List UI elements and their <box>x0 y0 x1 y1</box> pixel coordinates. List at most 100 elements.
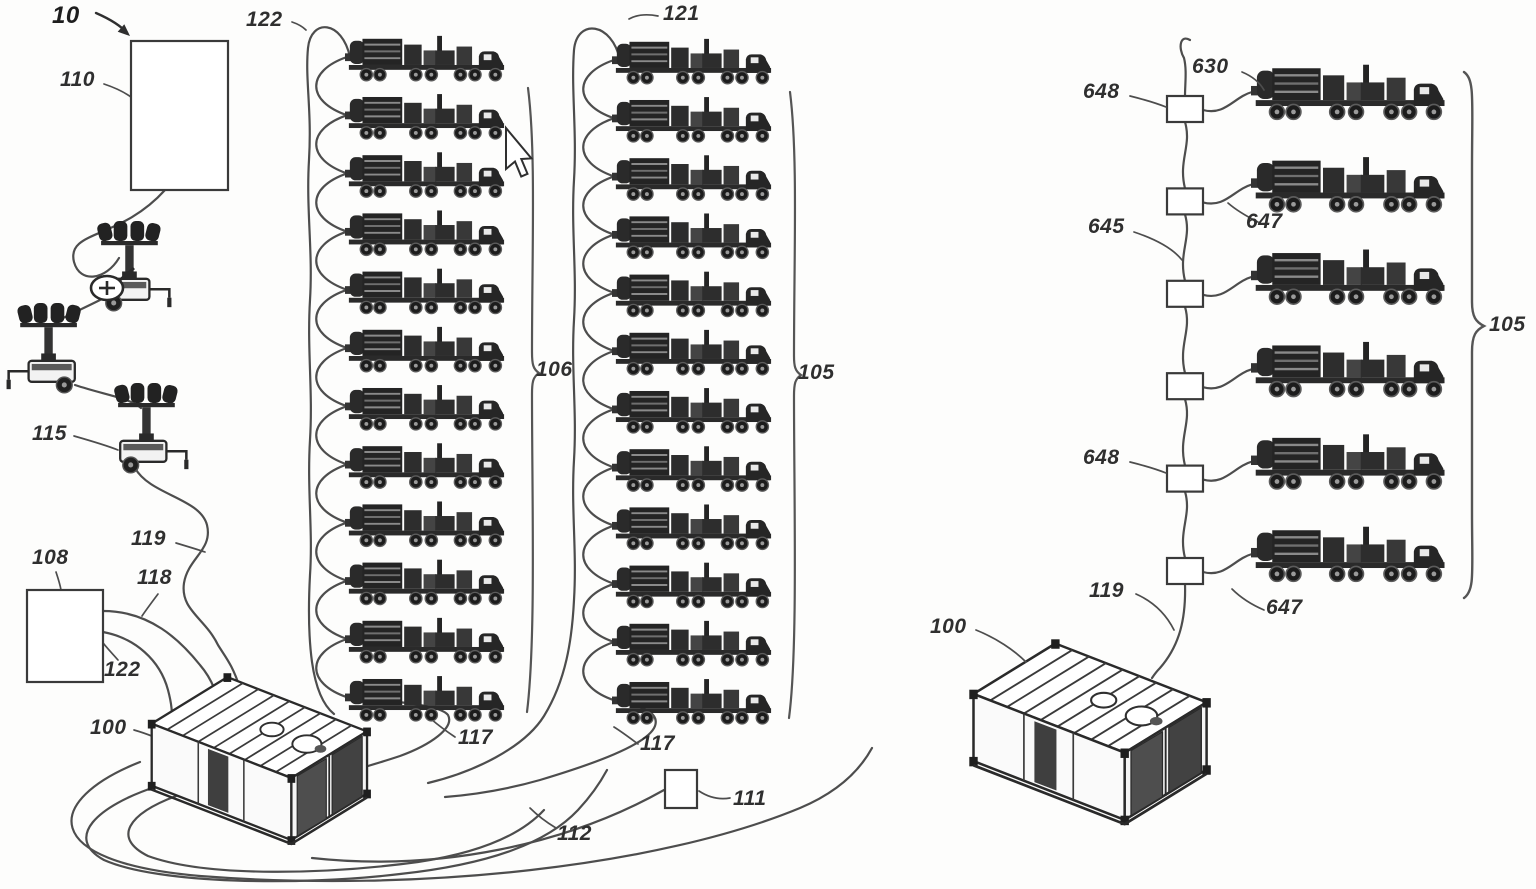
leader-lines-right <box>975 71 1265 663</box>
ref-label-100-left: 100 <box>90 716 127 739</box>
pump-truck <box>344 209 506 257</box>
cable-loop-a <box>85 768 609 883</box>
trunk-segment <box>1181 213 1189 282</box>
drop-cable <box>1201 552 1254 575</box>
pump-truck <box>611 96 773 143</box>
pump-truck <box>344 558 506 606</box>
daisy-chain-cable <box>582 640 616 702</box>
daisy-chain-cable <box>315 463 349 524</box>
pump-truck <box>344 675 506 722</box>
bracket-106 <box>525 86 541 714</box>
pump-truck <box>1249 433 1446 491</box>
ref-label-647-bottom: 647 <box>1266 596 1303 619</box>
pump-truck <box>611 328 773 376</box>
pump-truck <box>611 37 773 85</box>
ref-label-10: 10 <box>52 2 80 29</box>
pump-truck-column-right <box>1249 63 1446 583</box>
light-tower-2 <box>5 301 84 395</box>
pump-truck <box>1249 340 1446 398</box>
pump-truck <box>611 154 773 202</box>
daisy-chain-cable <box>582 582 616 644</box>
cable-122-column1 <box>306 26 352 716</box>
control-van-box-110 <box>129 39 230 192</box>
ref-label-648-bottom: 648 <box>1083 446 1120 469</box>
pump-truck <box>344 500 506 548</box>
daisy-chain-column1 <box>315 55 349 699</box>
pump-truck <box>611 561 773 609</box>
daisy-chain-cable <box>582 349 616 411</box>
ref-label-648-top: 648 <box>1083 80 1120 103</box>
cable-loop-c <box>70 746 874 883</box>
daisy-chain-cable <box>315 172 349 233</box>
pump-truck <box>611 445 773 493</box>
trunk-cable-right-figure <box>1150 37 1192 680</box>
drop-cable <box>1201 90 1254 113</box>
ref-label-106: 106 <box>536 358 573 381</box>
generator-container-left <box>146 671 373 847</box>
drop-cable <box>1201 460 1254 482</box>
mouse-cursor-icon <box>505 125 534 178</box>
daisy-chain-cable <box>315 579 349 641</box>
cable-110-to-tower <box>72 188 167 278</box>
pump-truck <box>611 619 773 667</box>
pump-truck <box>1249 248 1446 306</box>
daisy-chain-cable <box>582 175 616 236</box>
pump-truck <box>611 270 773 318</box>
trunk-segment <box>1181 305 1189 375</box>
pump-truck <box>1249 155 1446 213</box>
junction-boxes <box>1165 94 1205 586</box>
trunk-segment <box>1181 398 1189 467</box>
ref-label-122-mid: 122 <box>104 658 141 681</box>
ref-label-115: 115 <box>32 422 67 445</box>
junction-drop-cables <box>1201 90 1254 575</box>
equipment-box-111 <box>663 768 699 810</box>
daisy-chain-column2 <box>582 58 616 702</box>
cable-loop-b <box>127 794 546 873</box>
pump-truck <box>344 93 506 140</box>
daisy-chain-cable <box>315 521 349 582</box>
ref-label-108: 108 <box>32 546 69 569</box>
daisy-chain-cable <box>582 291 616 353</box>
pump-truck <box>611 212 773 260</box>
bracket-105-left <box>787 90 803 720</box>
ref-label-119-left: 119 <box>131 527 166 550</box>
pump-truck-column-1 <box>344 34 506 722</box>
generator-container-right <box>967 637 1213 827</box>
ref-label-647-top: 647 <box>1246 210 1283 233</box>
junction-box <box>1165 556 1205 586</box>
junction-box <box>1165 372 1205 401</box>
trunk-top-hook <box>1179 37 1192 98</box>
drop-cable <box>1201 275 1254 298</box>
cable-118 <box>101 609 216 690</box>
equipment-box-108 <box>25 588 105 684</box>
ref-label-122-top: 122 <box>246 8 283 31</box>
ref-label-112: 112 <box>557 822 592 845</box>
pump-truck <box>344 151 506 199</box>
junction-box <box>1165 279 1205 308</box>
circle-plus-connector <box>89 266 135 302</box>
daisy-chain-cable <box>315 346 349 408</box>
pump-truck <box>344 384 506 431</box>
daisy-chain-cable <box>582 524 616 585</box>
cables-left-figure <box>50 26 874 883</box>
trunk-to-generator <box>1150 582 1187 680</box>
daisy-chain-cable <box>315 405 349 466</box>
pump-truck <box>344 442 506 490</box>
drop-cable <box>1201 183 1254 205</box>
junction-box <box>1165 187 1205 216</box>
trunk-segment <box>1181 490 1189 560</box>
daisy-chain-cable <box>582 117 616 178</box>
bracket-105-right <box>1462 70 1487 600</box>
daisy-chain-cable <box>582 408 616 469</box>
brackets-left-figure <box>525 86 803 720</box>
pump-truck-column-2 <box>611 37 773 725</box>
pump-truck <box>344 267 506 315</box>
cable-112 <box>310 788 666 863</box>
pump-truck <box>611 387 773 434</box>
ref-label-645: 645 <box>1088 215 1125 238</box>
daisy-chain-cable <box>582 58 616 120</box>
junction-box <box>1165 464 1205 493</box>
ref-label-111: 111 <box>733 787 767 810</box>
equipment-boxes-left <box>25 39 699 810</box>
